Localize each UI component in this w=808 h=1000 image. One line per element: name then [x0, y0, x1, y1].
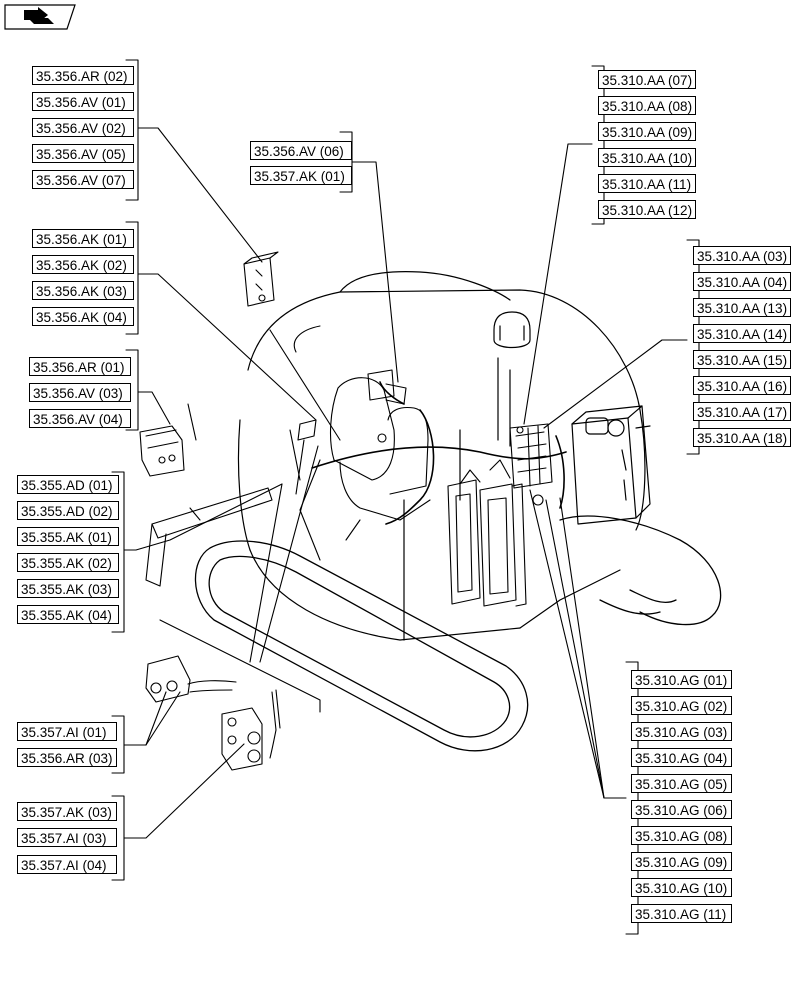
- part-ref-35-356-ak-02[interactable]: 35.356.AK (02): [32, 255, 134, 274]
- part-ref-35-310-aa-13[interactable]: 35.310.AA (13): [693, 298, 791, 317]
- part-ref-35-310-aa-10[interactable]: 35.310.AA (10): [598, 148, 696, 167]
- navigate-back-icon[interactable]: [4, 4, 76, 30]
- joystick-module: [243, 251, 279, 307]
- part-ref-35-356-av-06[interactable]: 35.356.AV (06): [250, 141, 352, 160]
- part-ref-35-357-ai-03[interactable]: 35.357.AI (03): [17, 828, 117, 847]
- part-ref-35-356-av-05[interactable]: 35.356.AV (05): [32, 144, 134, 163]
- part-ref-35-310-ag-08[interactable]: 35.310.AG (08): [631, 826, 732, 845]
- crawler-track: [194, 515, 722, 752]
- part-ref-35-356-av-01[interactable]: 35.356.AV (01): [32, 92, 134, 111]
- part-ref-35-310-ag-09[interactable]: 35.310.AG (09): [631, 852, 732, 871]
- part-ref-35-310-aa-03[interactable]: 35.310.AA (03): [693, 246, 791, 265]
- part-ref-35-355-ad-02[interactable]: 35.355.AD (02): [17, 501, 119, 520]
- part-ref-35-310-ag-10[interactable]: 35.310.AG (10): [631, 878, 732, 897]
- part-ref-35-310-aa-12[interactable]: 35.310.AA (12): [598, 200, 696, 219]
- part-ref-35-356-ar-02[interactable]: 35.356.AR (02): [32, 66, 134, 85]
- part-ref-35-310-ag-05[interactable]: 35.310.AG (05): [631, 774, 732, 793]
- dozer-blade: [145, 487, 273, 587]
- part-ref-35-310-aa-08[interactable]: 35.310.AA (08): [598, 96, 696, 115]
- part-ref-35-356-ar-03[interactable]: 35.356.AR (03): [17, 748, 117, 767]
- operator-seat: [289, 377, 431, 561]
- part-ref-35-310-aa-18[interactable]: 35.310.AA (18): [693, 428, 791, 447]
- radiator-pack: [447, 459, 527, 607]
- control-module-box: [571, 405, 651, 525]
- part-ref-35-310-aa-09[interactable]: 35.310.AA (09): [598, 122, 696, 141]
- part-ref-35-310-aa-15[interactable]: 35.310.AA (15): [693, 350, 791, 369]
- part-ref-35-357-ai-04[interactable]: 35.357.AI (04): [17, 855, 117, 874]
- part-ref-35-310-aa-17[interactable]: 35.310.AA (17): [693, 402, 791, 421]
- upper-structure: [237, 271, 646, 641]
- lever-stand: [295, 419, 317, 495]
- part-ref-35-310-ag-03[interactable]: 35.310.AG (03): [631, 722, 732, 741]
- part-ref-35-356-ak-04[interactable]: 35.356.AK (04): [32, 307, 134, 326]
- part-ref-35-356-av-04[interactable]: 35.356.AV (04): [29, 409, 131, 428]
- pedal-bracket: [145, 655, 237, 703]
- part-ref-35-355-ak-01[interactable]: 35.355.AK (01): [17, 527, 119, 546]
- part-ref-35-310-ag-06[interactable]: 35.310.AG (06): [631, 800, 732, 819]
- part-ref-35-357-ak-03[interactable]: 35.357.AK (03): [17, 802, 117, 821]
- part-ref-35-310-ag-11[interactable]: 35.310.AG (11): [631, 904, 732, 923]
- relay-box: [509, 423, 553, 506]
- part-ref-35-310-aa-16[interactable]: 35.310.AA (16): [693, 376, 791, 395]
- part-ref-35-357-ai-01[interactable]: 35.357.AI (01): [17, 722, 117, 741]
- part-ref-35-310-ag-04[interactable]: 35.310.AG (04): [631, 748, 732, 767]
- part-ref-35-310-aa-07[interactable]: 35.310.AA (07): [598, 70, 696, 89]
- part-ref-35-357-ak-01[interactable]: 35.357.AK (01): [250, 166, 352, 185]
- part-ref-35-356-ak-03[interactable]: 35.356.AK (03): [32, 281, 134, 300]
- part-ref-35-310-aa-11[interactable]: 35.310.AA (11): [598, 174, 696, 193]
- switch-panel-left: [139, 403, 197, 477]
- part-ref-35-310-ag-01[interactable]: 35.310.AG (01): [631, 670, 732, 689]
- part-ref-35-310-ag-02[interactable]: 35.310.AG (02): [631, 696, 732, 715]
- part-ref-35-355-ak-02[interactable]: 35.355.AK (02): [17, 553, 119, 572]
- part-ref-35-310-aa-14[interactable]: 35.310.AA (14): [693, 324, 791, 343]
- part-ref-35-356-ar-01[interactable]: 35.356.AR (01): [29, 357, 131, 376]
- part-ref-35-356-ak-01[interactable]: 35.356.AK (01): [32, 229, 134, 248]
- solenoid-valve: [221, 689, 281, 771]
- part-ref-35-355-ak-03[interactable]: 35.355.AK (03): [17, 579, 119, 598]
- part-ref-35-355-ak-04[interactable]: 35.355.AK (04): [17, 605, 119, 624]
- part-ref-35-356-av-07[interactable]: 35.356.AV (07): [32, 170, 134, 189]
- leader-lines: [123, 127, 688, 839]
- connector-bundle: [367, 369, 407, 443]
- part-ref-35-356-av-02[interactable]: 35.356.AV (02): [32, 118, 134, 137]
- part-ref-35-355-ad-01[interactable]: 35.355.AD (01): [17, 475, 119, 494]
- part-ref-35-310-aa-04[interactable]: 35.310.AA (04): [693, 272, 791, 291]
- part-ref-35-356-av-03[interactable]: 35.356.AV (03): [29, 383, 131, 402]
- wiring-harness: [311, 381, 567, 525]
